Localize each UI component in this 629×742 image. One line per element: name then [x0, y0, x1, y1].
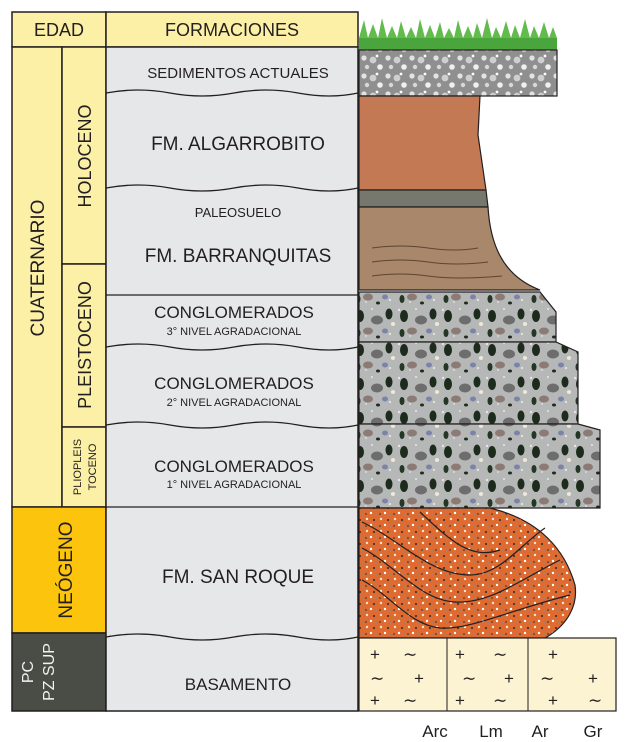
barranquitas-laminae	[371, 245, 503, 279]
svg-text:+: +	[548, 691, 558, 710]
contact-line	[105, 343, 359, 351]
lithology-sedimentos	[358, 49, 558, 97]
header-formations-label: FORMACIONES	[165, 20, 299, 40]
svg-text:∼: ∼	[493, 645, 507, 664]
formation-san-roque-label: FM. SAN ROQUE	[162, 567, 314, 588]
epoch-pliopleistoceno-cell	[61, 426, 107, 508]
lithology-conglomerado-3	[358, 291, 557, 343]
formation-barranquitas-label: FM. BARRANQUITAS	[145, 246, 332, 267]
contact-line	[105, 421, 359, 429]
formation-cong1-subtitle: 1° NIVEL AGRADACIONAL	[167, 479, 302, 491]
header-age-cell	[11, 11, 107, 48]
lithology-san-roque	[358, 507, 577, 639]
grain-size-gr: Gr	[584, 722, 603, 741]
era-cuaternario-label: CUATERNARIO	[28, 200, 49, 337]
lithology-paleosuelo	[358, 189, 489, 208]
epoch-pliopleistoceno-label-1: PLIOPLEIS	[72, 439, 84, 495]
lithology-algarrobito	[358, 95, 487, 191]
svg-text:∼: ∼	[540, 669, 554, 688]
formation-basamento-label: BASAMENTO	[185, 675, 291, 694]
grain-size-ar: Ar	[532, 722, 549, 741]
lithology-basamento	[358, 637, 617, 712]
basement-age-label-1: PC	[20, 661, 37, 683]
svg-text:+: +	[548, 645, 558, 664]
svg-text:∼: ∼	[588, 691, 602, 710]
epoch-pliopleistoceno-label-2: TOCENO	[87, 443, 99, 490]
formation-paleosuelo-label: PALEOSUELO	[195, 205, 281, 220]
grass-illustration	[359, 18, 557, 50]
formation-cong2-title: CONGLOMERADOS	[154, 374, 314, 393]
svg-text:∼: ∼	[370, 669, 384, 688]
formation-algarrobito-label: FM. ALGARROBITO	[151, 134, 325, 155]
grain-size-arc: Arc	[422, 722, 448, 741]
lithology-conglomerado-1	[358, 423, 601, 509]
svg-text:+: +	[588, 669, 598, 688]
svg-text:+: +	[504, 669, 514, 688]
svg-text:+: +	[370, 691, 380, 710]
epoch-holoceno-label: HOLOCENO	[75, 104, 95, 207]
svg-text:+: +	[455, 691, 465, 710]
svg-text:+: +	[414, 669, 424, 688]
formation-cong3-title: CONGLOMERADOS	[154, 303, 314, 322]
basement-dividers	[446, 638, 529, 711]
contact-line	[105, 184, 359, 192]
formations-column: FORMACIONES SEDIMENTOS ACTUALES FM. ALGA…	[105, 11, 359, 712]
svg-text:∼: ∼	[493, 691, 507, 710]
basement-age-cell	[11, 632, 107, 712]
era-cuaternario-cell	[11, 46, 63, 508]
svg-text:∼: ∼	[462, 669, 476, 688]
formation-cong3-subtitle: 3° NIVEL AGRADACIONAL	[167, 326, 302, 338]
grain-size-lm: Lm	[479, 722, 503, 741]
contact-lines	[105, 89, 359, 641]
svg-text:+: +	[370, 645, 380, 664]
epoch-holoceno-cell	[61, 46, 107, 265]
formation-sedimentos-label: SEDIMENTOS ACTUALES	[147, 65, 328, 82]
svg-text:∼: ∼	[403, 691, 417, 710]
lithology-barranquitas	[358, 206, 541, 291]
epoch-pleistoceno-label: PLEISTOCENO	[75, 281, 95, 409]
contact-line	[105, 89, 359, 97]
formation-cong1-title: CONGLOMERADOS	[154, 457, 314, 476]
formations-background	[105, 46, 359, 712]
svg-text:∼: ∼	[403, 645, 417, 664]
basement-symbols: + ∼ + ∼ + ∼ + ∼ + ∼ + + ∼ + ∼ + ∼	[370, 645, 602, 710]
contact-line	[105, 633, 359, 641]
lithology-column: + ∼ + ∼ + ∼ + ∼ + ∼ + + ∼ + ∼ + ∼	[358, 18, 617, 712]
basement-age-label-2: PZ SUP	[41, 643, 58, 701]
svg-text:+: +	[455, 645, 465, 664]
era-neogeno-label: NEÓGENO	[55, 521, 77, 618]
header-age-label: EDAD	[34, 20, 84, 40]
formation-cong2-subtitle: 2° NIVEL AGRADACIONAL	[167, 397, 302, 409]
age-column: EDAD CUATERNARIO HOLOCENO PLEISTOCENO PL…	[11, 11, 107, 712]
san-roque-cross-bedding	[361, 511, 571, 629]
grain-size-scale: Arc Lm Ar Gr	[422, 722, 603, 741]
lithology-conglomerado-2	[358, 341, 579, 425]
